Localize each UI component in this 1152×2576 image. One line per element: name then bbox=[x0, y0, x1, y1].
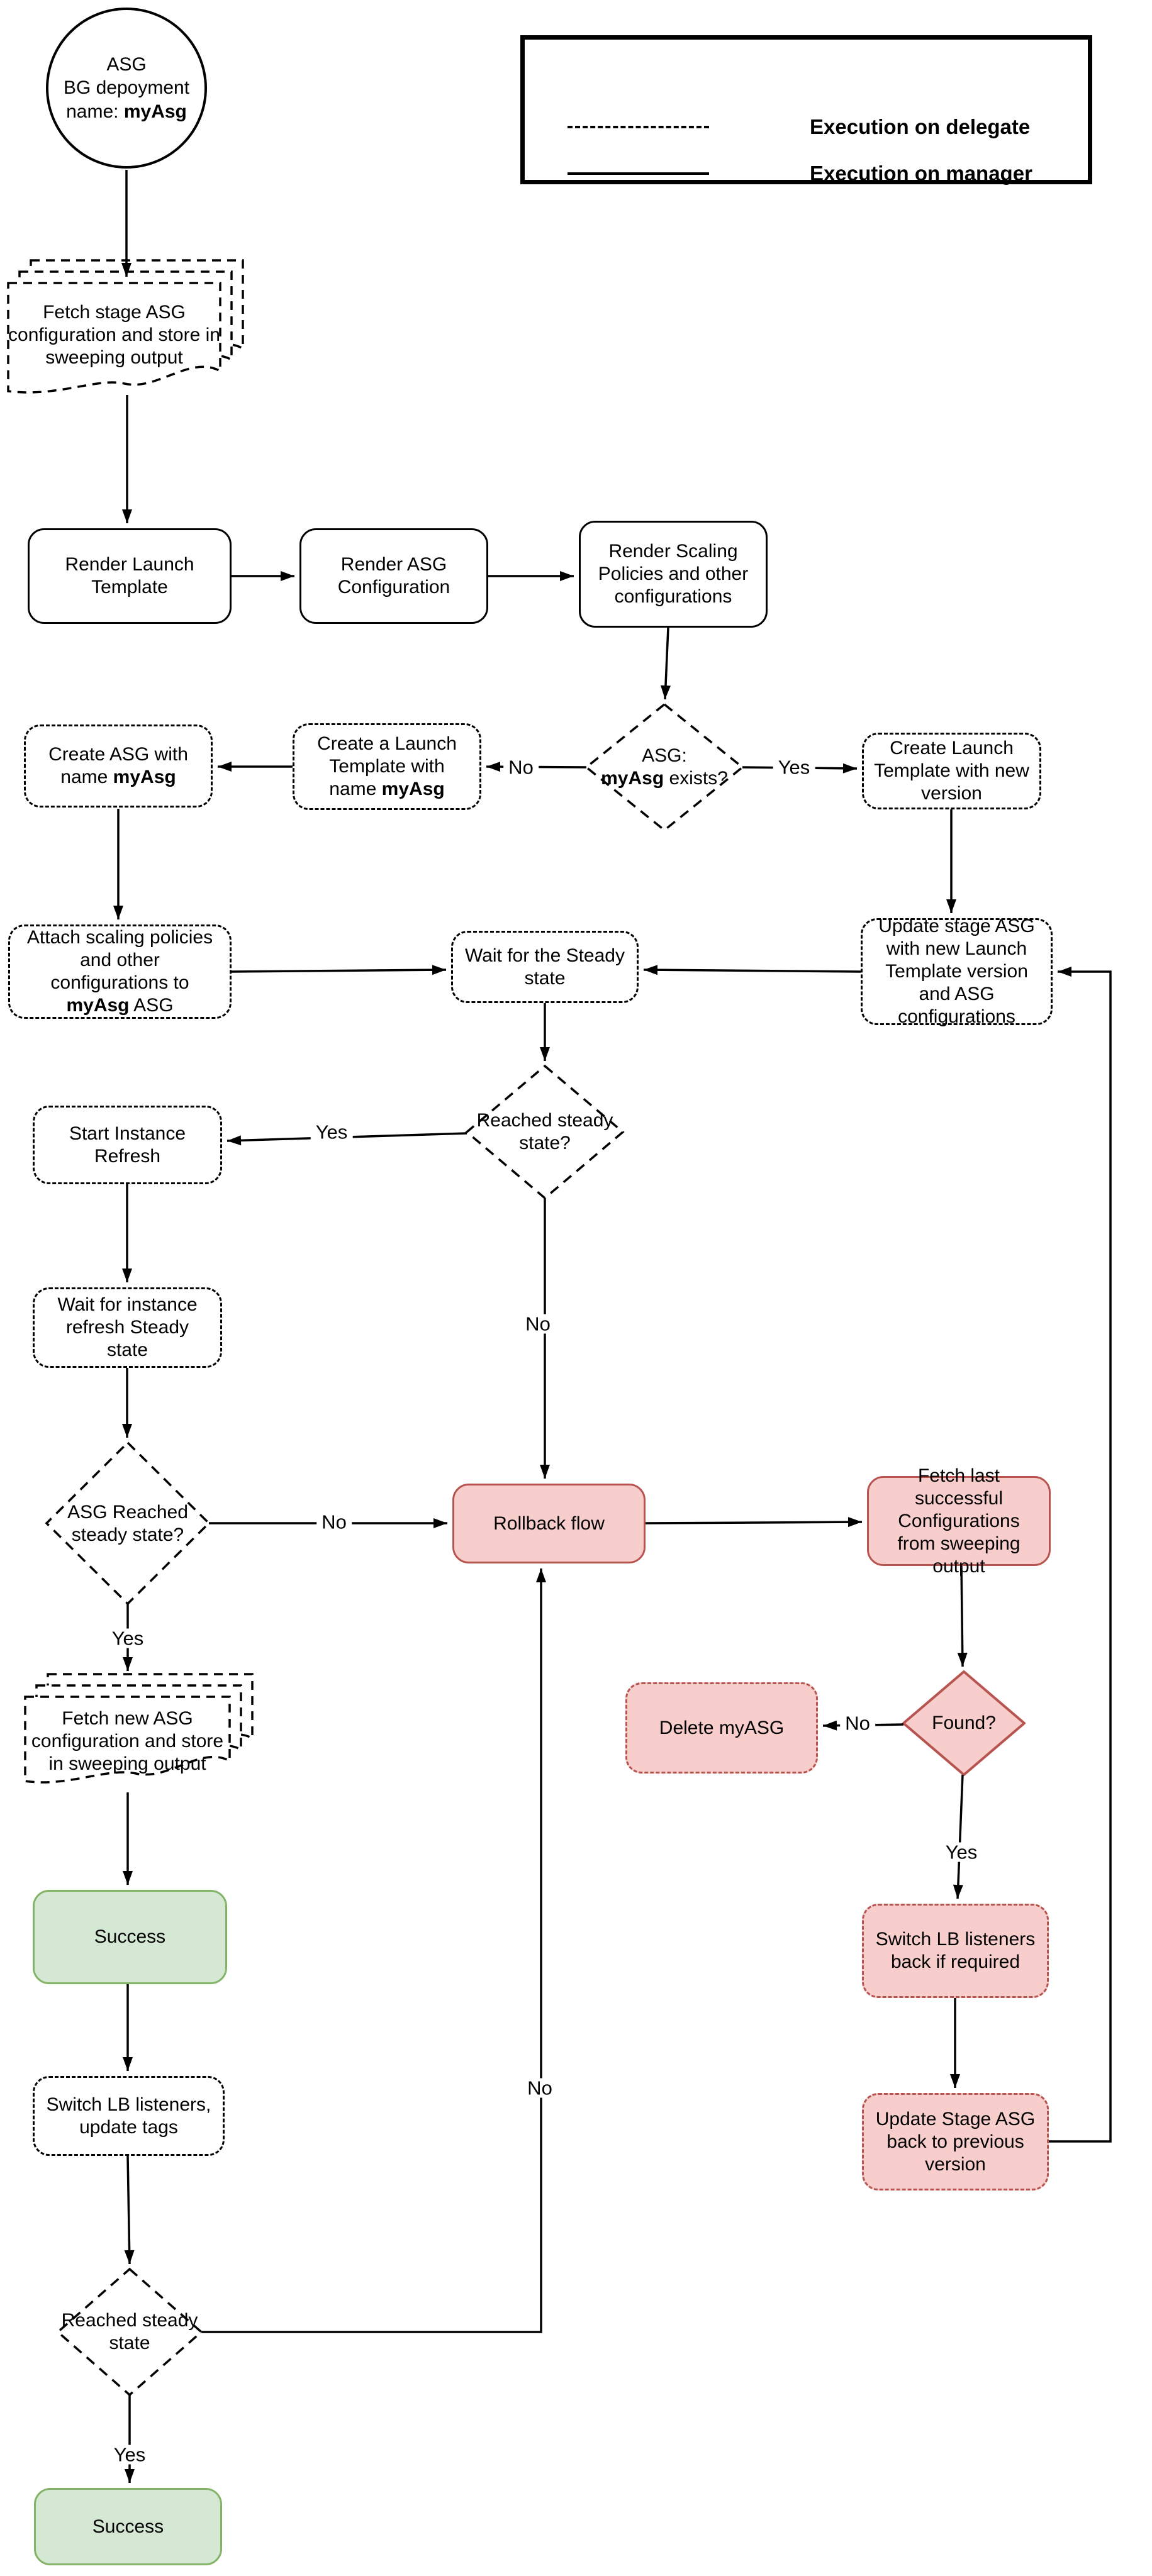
edge-label-asg-exists-no: No bbox=[503, 757, 539, 777]
node-rollback-flow: Rollback flow bbox=[452, 1484, 646, 1563]
node-update-stage-asg-back: Update Stage ASG back to previous versio… bbox=[862, 2093, 1049, 2190]
node-label: Create ASG with name myAsg bbox=[48, 744, 188, 787]
node-switch-lb-listeners-tags: Switch LB listeners, update tags bbox=[33, 2076, 225, 2156]
edge-reached-2-no-loop bbox=[201, 1568, 546, 2333]
edge-label-found-yes: Yes bbox=[940, 1842, 983, 1862]
node-label: BG depoyment bbox=[63, 77, 190, 99]
fetch-stage-document-shape bbox=[7, 259, 244, 394]
node-delete-myasg: Delete myASG bbox=[625, 1682, 818, 1774]
node-label: Rollback flow bbox=[493, 1513, 605, 1534]
node-switch-lb-listeners-back: Switch LB listeners back if required bbox=[862, 1904, 1049, 1998]
node-label: name: myAsg bbox=[66, 101, 187, 122]
node-wait-steady-state: Wait for the Steady state bbox=[451, 931, 639, 1003]
node-label: Create a Launch Template with name myAsg bbox=[317, 733, 457, 799]
node-label: myAsg exists? bbox=[601, 768, 728, 789]
edge-fetch-last-to-found bbox=[957, 1565, 968, 1667]
legend-row-manager: Execution on manager bbox=[568, 162, 1032, 186]
node-label: ASG bbox=[106, 53, 147, 75]
node-fetch-last-successful: Fetch last successful Configurations fro… bbox=[867, 1465, 1051, 1577]
node-label: Update stage ASG with new Launch Templat… bbox=[878, 916, 1035, 1027]
node-start-instance-refresh: Start Instance Refresh bbox=[33, 1106, 222, 1184]
node-label: Success bbox=[94, 1926, 166, 1947]
asg-exists-diamond-shape bbox=[584, 702, 744, 832]
edge-attach-to-wait-steady bbox=[231, 965, 447, 975]
node-label: ASG Reached steady state? bbox=[67, 1501, 188, 1545]
node-label: Switch LB listeners back if required bbox=[875, 1929, 1036, 1972]
edge-render-scaling-to-asg-exists bbox=[660, 627, 671, 700]
node-label: Fetch last successful Configurations fro… bbox=[897, 1465, 1021, 1577]
node-label: Switch LB listeners, update tags bbox=[46, 2094, 211, 2138]
edge-update-back-loop-to-update-stage bbox=[1049, 967, 1112, 2143]
node-label: Reached steady state bbox=[61, 2310, 198, 2353]
node-label: Render Scaling Policies and other config… bbox=[598, 541, 749, 607]
node-success-2: Success bbox=[34, 2488, 222, 2565]
found-diamond-shape bbox=[902, 1670, 1026, 1776]
edge-label-reached-2-no: No bbox=[522, 2078, 557, 2098]
node-label: Attach scaling policies and other config… bbox=[26, 927, 213, 1016]
solid-line-sample bbox=[568, 172, 709, 175]
node-asg-exists-decision: ASG: myAsg exists? bbox=[586, 718, 742, 816]
edge-switch-tags-to-reached-2 bbox=[124, 2155, 135, 2265]
node-create-launch-template-myasg: Create a Launch Template with name myAsg bbox=[293, 723, 481, 810]
node-fetch-stage-config: Fetch stage ASG configuration and store … bbox=[8, 284, 220, 386]
node-create-asg-myasg: Create ASG with name myAsg bbox=[24, 724, 213, 808]
edge-label-reached-1-yes: Yes bbox=[310, 1122, 353, 1142]
node-update-stage-asg: Update stage ASG with new Launch Templat… bbox=[861, 916, 1053, 1027]
node-label: Wait for instance refresh Steady state bbox=[57, 1294, 198, 1360]
node-label: Start Instance Refresh bbox=[69, 1123, 186, 1167]
node-render-scaling-policies: Render Scaling Policies and other config… bbox=[579, 521, 768, 628]
edge-label-asg-exists-yes: Yes bbox=[773, 757, 815, 777]
edge-label-reached-2-yes: Yes bbox=[108, 2445, 151, 2465]
node-found-decision: Found? bbox=[910, 1698, 1018, 1748]
dashed-line-sample bbox=[568, 126, 709, 128]
legend-label-manager: Execution on manager bbox=[810, 162, 1032, 185]
node-success-1: Success bbox=[33, 1890, 227, 1984]
connectors bbox=[113, 170, 1112, 2483]
node-label: Fetch new ASG configuration and store in… bbox=[31, 1708, 224, 1774]
legend: Execution on delegate Execution on manag… bbox=[520, 35, 1092, 186]
node-fetch-new-config: Fetch new ASG configuration and store in… bbox=[25, 1698, 230, 1785]
edge-label-asg-reached-no: No bbox=[316, 1512, 352, 1532]
node-reached-steady-2-decision: Reached steady state bbox=[60, 2288, 199, 2376]
edge-rollback-to-fetch-last bbox=[645, 1517, 863, 1528]
node-asg-reached-steady-decision: ASG Reached steady state? bbox=[52, 1478, 203, 1569]
edge-label-reached-1-no: No bbox=[520, 1314, 556, 1334]
node-reached-steady-1-decision: Reached steady state? bbox=[473, 1088, 617, 1176]
node-wait-instance-refresh: Wait for instance refresh Steady state bbox=[33, 1287, 222, 1368]
node-attach-scaling-policies: Attach scaling policies and other config… bbox=[8, 924, 232, 1019]
node-render-launch-template: Render Launch Template bbox=[28, 528, 232, 624]
node-label: Render Launch Template bbox=[65, 554, 194, 597]
node-label: ASG: bbox=[642, 745, 687, 766]
fetch-new-document-shape bbox=[24, 1673, 254, 1784]
edge-found-yes bbox=[953, 1774, 964, 1899]
node-label: Fetch stage ASG configuration and store … bbox=[8, 302, 220, 368]
node-label: Update Stage ASG back to previous versio… bbox=[875, 2108, 1036, 2175]
node-label: Render ASG Configuration bbox=[337, 554, 450, 597]
node-render-asg-configuration: Render ASG Configuration bbox=[299, 528, 488, 624]
legend-row-delegate: Execution on delegate bbox=[568, 115, 1030, 139]
node-label: Reached steady state? bbox=[476, 1110, 613, 1153]
node-label: Success bbox=[92, 2516, 164, 2537]
start-node: ASG BG depoyment name: myAsg bbox=[46, 8, 207, 169]
node-label: Wait for the Steady state bbox=[464, 945, 625, 989]
edge-label-asg-reached-yes: Yes bbox=[106, 1628, 149, 1648]
node-label: Found? bbox=[932, 1713, 996, 1733]
node-create-launch-template-new-version: Create Launch Template with new version bbox=[862, 733, 1041, 809]
node-label: Create Launch Template with new version bbox=[874, 738, 1029, 804]
edge-label-found-no: No bbox=[840, 1713, 875, 1733]
edge-update-stage-to-wait-steady bbox=[643, 965, 861, 975]
legend-label-delegate: Execution on delegate bbox=[810, 115, 1031, 138]
node-label: Delete myASG bbox=[659, 1717, 785, 1738]
